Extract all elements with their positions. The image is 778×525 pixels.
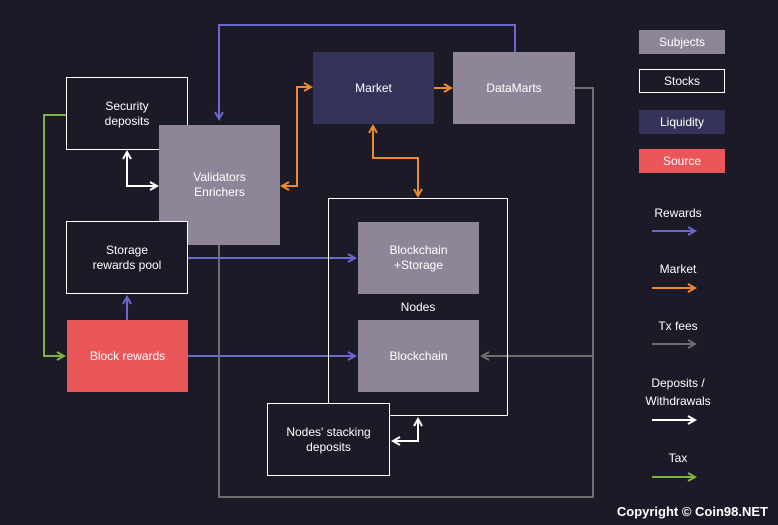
- legend-market-label: Market: [659, 262, 697, 276]
- datamarts-node: DataMarts: [453, 52, 575, 124]
- block-rewards-node: Block rewards: [67, 320, 188, 392]
- blockchain-storage-node: Blockchain +Storage: [358, 222, 479, 294]
- legend-subjects: Subjects: [639, 30, 725, 54]
- storage-rewards-pool-node: Storage rewards pool: [66, 221, 188, 294]
- market-validators-arrow: [282, 87, 311, 186]
- market-nodes-arrow: [373, 126, 418, 196]
- copyright-text: Copyright © Coin98.NET: [616, 504, 768, 519]
- stacking-nodes-arrow: [393, 419, 418, 441]
- legend-rewards-label: Rewards: [654, 206, 702, 220]
- legend-stocks: Stocks: [639, 69, 725, 93]
- datamarts-to-validators-arrow: [219, 24, 516, 119]
- legend-source: Source: [639, 149, 725, 173]
- market-node: Market: [313, 52, 434, 124]
- nodes-frame: [328, 198, 508, 416]
- legend-tax-label: Tax: [668, 451, 688, 465]
- security-validators-arrow: [127, 152, 157, 186]
- tx-fees-loop: [218, 87, 594, 498]
- blockchain-node: Blockchain: [358, 320, 479, 392]
- nodes-label: Nodes: [400, 300, 436, 314]
- security-to-block-rewards-arrow: [43, 114, 66, 356]
- legend-tx-fees-label: Tx fees: [658, 319, 698, 333]
- legend-deposits-label: Deposits / Withdrawals: [645, 376, 711, 408]
- legend-liquidity: Liquidity: [639, 110, 725, 134]
- nodes-stacking-deposits-node: Nodes' stacking deposits: [267, 403, 390, 476]
